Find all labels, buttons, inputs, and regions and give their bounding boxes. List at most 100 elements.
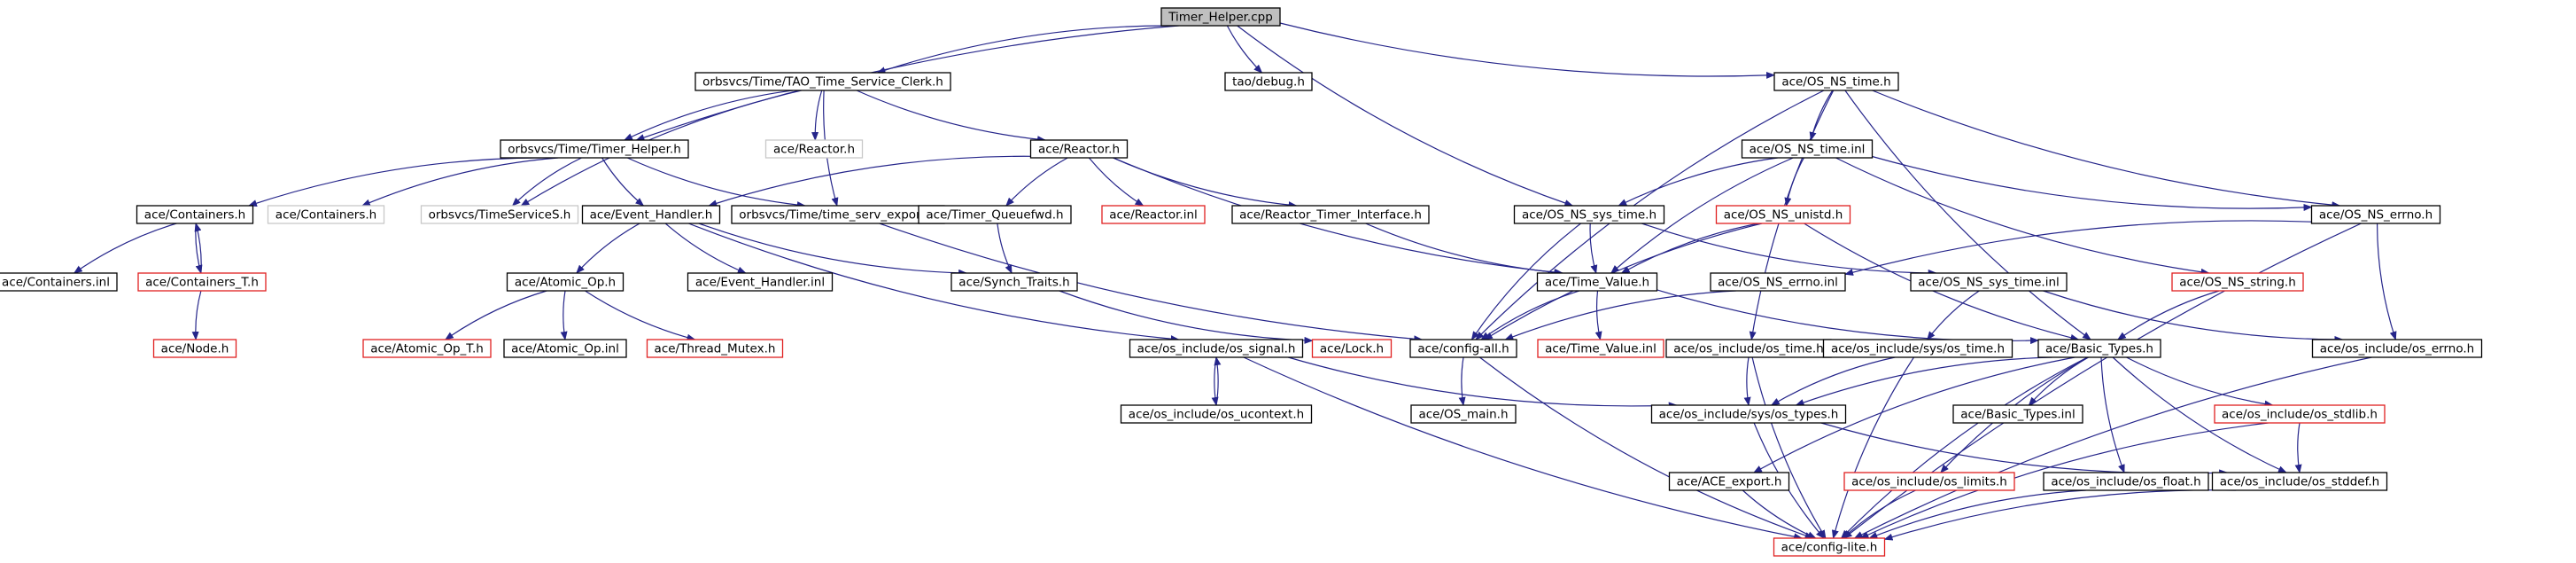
node-label: orbsvcs/Time/time_serv_export.h (739, 208, 936, 223)
node-sys-os-time-h[interactable]: ace/os_include/sys/os_time.h (1822, 339, 2013, 358)
node-timer-helper-h[interactable]: orbsvcs/Time/Timer_Helper.h (500, 139, 689, 159)
node-os-ns-errno-inl[interactable]: ace/OS_NS_errno.inl (1710, 272, 1846, 292)
node-config-lite-h[interactable]: ace/config-lite.h (1773, 537, 1886, 557)
node-os-ns-sys-time-inl[interactable]: ace/OS_NS_sys_time.inl (1910, 272, 2068, 292)
node-box (137, 272, 267, 292)
node-label: ace/Lock.h (1320, 342, 1384, 356)
node-containers-h[interactable]: ace/Containers.h (136, 205, 254, 224)
node-box (420, 205, 579, 224)
node-box (918, 205, 1072, 224)
node-label: ace/OS_NS_unistd.h (1724, 208, 1843, 223)
node-label: ace/Event_Handler.h (590, 208, 713, 223)
node-os-ns-time-inl[interactable]: ace/OS_NS_time.inl (1741, 139, 1874, 159)
node-box (2171, 272, 2304, 292)
edge-timer-helper-h-to-time-serv-export (626, 157, 806, 209)
edge-reactor-h-to-timer-queuefwd (1005, 157, 1068, 207)
node-box (506, 272, 625, 292)
node-box (1224, 72, 1313, 91)
node-label: ace/os_include/os_float.h (2051, 475, 2200, 489)
node-box (1029, 139, 1129, 159)
node-ace-export-h[interactable]: ace/ACE_export.h (1668, 472, 1790, 491)
edge-timer-helper-h-to-containers-h-missing (361, 157, 559, 207)
edge-containers-t-h-to-node-h (191, 290, 202, 340)
node-label: ace/os_include/sys/os_types.h (1659, 408, 1839, 422)
edge-time-value-h-to-config-all-h (1480, 290, 1580, 340)
node-os-main-h[interactable]: ace/OS_main.h (1410, 404, 1517, 424)
node-os-ucontext-h[interactable]: ace/os_include/os_ucontext.h (1120, 404, 1313, 424)
node-reactor-h[interactable]: ace/Reactor.h (1029, 139, 1129, 159)
node-os-float-h[interactable]: ace/os_include/os_float.h (2043, 472, 2209, 491)
edge-os-ns-errno-inl-to-config-all-h (1504, 290, 1736, 340)
node-os-ns-errno-h[interactable]: ace/OS_NS_errno.h (2310, 205, 2441, 224)
node-basic-types-h[interactable]: ace/Basic_Types.h (2037, 339, 2161, 358)
node-atomic-op-h[interactable]: ace/Atomic_Op.h (506, 272, 625, 292)
node-label: ace/OS_NS_sys_time.inl (1918, 276, 2060, 290)
node-os-limits-h[interactable]: ace/os_include/os_limits.h (1843, 472, 2015, 491)
edge-tao-time-service-clerk-to-reactor-h-missing (811, 90, 823, 141)
node-node-h[interactable]: ace/Node.h (152, 339, 237, 358)
edge-os-ns-sys-time-inl-to-sys-os-time-h (1927, 290, 1980, 340)
node-box (1773, 537, 1886, 557)
edge-sys-os-types-h-to-os-stddef-h (1820, 422, 2229, 477)
node-box (1409, 339, 1517, 358)
edge-reactor-h-to-reactor-timer-interface (1113, 157, 1298, 209)
node-box (1773, 72, 1899, 91)
node-tao-debug[interactable]: tao/debug.h (1224, 72, 1313, 91)
edge-os-ns-string-h-to-basic-types-h (2116, 290, 2220, 340)
node-event-handler-h[interactable]: ace/Event_Handler.h (581, 205, 721, 224)
node-containers-h-missing[interactable]: ace/Containers.h (267, 205, 385, 224)
node-thread-mutex-h[interactable]: ace/Thread_Mutex.h (646, 339, 784, 358)
node-synch-traits-h[interactable]: ace/Synch_Traits.h (950, 272, 1078, 292)
edge-os-ns-time-inl-to-os-ns-sys-time-h (1618, 157, 1778, 207)
node-label: ace/OS_NS_time.h (1781, 75, 1890, 90)
node-os-stdlib-h[interactable]: ace/os_include/os_stdlib.h (2214, 404, 2386, 424)
node-os-ns-unistd-h[interactable]: ace/OS_NS_unistd.h (1715, 205, 1851, 224)
edge-tao-time-service-clerk-to-reactor-h (856, 90, 1046, 144)
node-atomic-op-inl[interactable]: ace/Atomic_Op.inl (503, 339, 627, 358)
node-time-value-inl[interactable]: ace/Time_Value.inl (1537, 339, 1664, 358)
node-os-errno-h[interactable]: ace/os_include/os_errno.h (2311, 339, 2483, 358)
node-basic-types-inl[interactable]: ace/Basic_Types.inl (1952, 404, 2083, 424)
node-config-all-h[interactable]: ace/config-all.h (1409, 339, 1517, 358)
node-label: ace/Synch_Traits.h (958, 276, 1069, 290)
edge-basic-types-h-to-os-stdlib-h (2126, 356, 2274, 408)
node-box (1129, 339, 1304, 358)
node-os-ns-string-h[interactable]: ace/OS_NS_string.h (2171, 272, 2304, 292)
node-reactor-inl[interactable]: ace/Reactor.inl (1101, 205, 1206, 224)
node-box (2311, 339, 2483, 358)
node-sys-os-types-h[interactable]: ace/os_include/sys/os_types.h (1650, 404, 1847, 424)
node-label: ace/Basic_Types.h (2045, 342, 2153, 356)
node-tao-time-service-clerk[interactable]: orbsvcs/Time/TAO_Time_Service_Clerk.h (694, 72, 951, 91)
node-containers-t-h[interactable]: ace/Containers_T.h (137, 272, 267, 292)
node-label: ace/Event_Handler.inl (695, 276, 825, 290)
node-os-time-h[interactable]: ace/os_include/os_time.h (1665, 339, 1832, 358)
node-box (1120, 404, 1313, 424)
node-timer-helper-cpp[interactable]: Timer_Helper.cpp (1160, 7, 1281, 27)
node-event-handler-inl[interactable]: ace/Event_Handler.inl (687, 272, 834, 292)
node-timeservices-h[interactable]: orbsvcs/TimeServiceS.h (420, 205, 579, 224)
node-time-value-h[interactable]: ace/Time_Value.h (1536, 272, 1658, 292)
node-os-stddef-h[interactable]: ace/os_include/os_stddef.h (2211, 472, 2388, 491)
node-os-ns-time-h[interactable]: ace/OS_NS_time.h (1773, 72, 1899, 91)
edge-timer-helper-cpp-to-tao-time-service-clerk (876, 25, 1167, 74)
node-reactor-h-missing[interactable]: ace/Reactor.h (764, 139, 864, 159)
edge-reactor-h-to-reactor-inl (1088, 157, 1144, 207)
edge-os-ns-time-inl-to-os-ns-string-h (1835, 157, 2210, 276)
node-os-ns-sys-time-h[interactable]: ace/OS_NS_sys_time.h (1513, 205, 1665, 224)
edge-reactor-h-to-event-handler-h (708, 155, 1031, 207)
node-atomic-op-t-h[interactable]: ace/Atomic_Op_T.h (362, 339, 492, 358)
node-label: ace/Thread_Mutex.h (655, 342, 776, 356)
node-label: ace/Reactor.h (773, 143, 855, 157)
node-label: ace/config-all.h (1417, 342, 1509, 356)
node-label: ace/Timer_Queuefwd.h (926, 208, 1063, 223)
node-containers-inl[interactable]: ace/Containers.inl (0, 272, 118, 292)
edge-os-ns-sys-time-h-to-os-ns-sys-time-inl (1641, 223, 1937, 277)
node-reactor-timer-interface[interactable]: ace/Reactor_Timer_Interface.h (1231, 205, 1430, 224)
node-box (1843, 472, 2015, 491)
node-lock-h[interactable]: ace/Lock.h (1311, 339, 1393, 358)
node-os-signal-h[interactable]: ace/os_include/os_signal.h (1129, 339, 1304, 358)
node-timer-queuefwd[interactable]: ace/Timer_Queuefwd.h (918, 205, 1072, 224)
node-label: ace/Atomic_Op.h (515, 276, 616, 290)
edge-reactor-timer-interface-to-time-value-h (1365, 223, 1563, 277)
node-time-serv-export[interactable]: orbsvcs/Time/time_serv_export.h (731, 205, 945, 224)
